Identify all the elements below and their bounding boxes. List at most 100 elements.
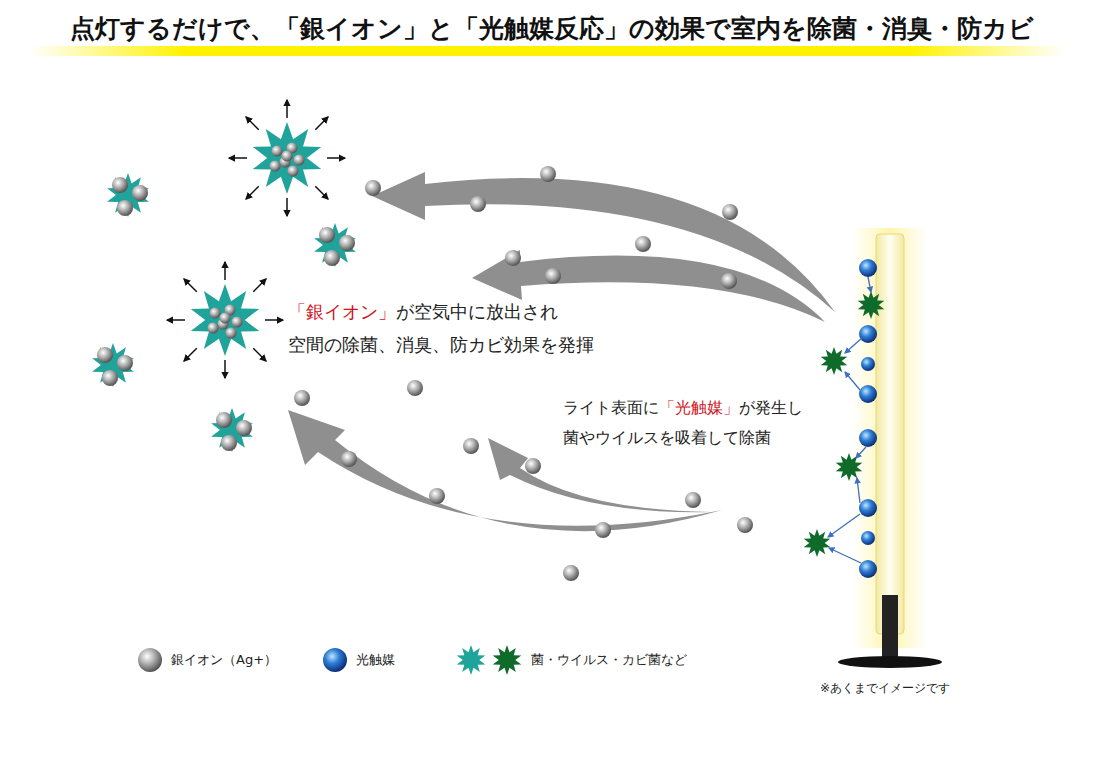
particle <box>545 268 561 284</box>
particle <box>323 648 347 672</box>
germ <box>253 122 321 194</box>
label-text: 菌やウイルスを吸着して除菌 <box>563 428 771 447</box>
particle <box>112 177 128 193</box>
capture-arrow <box>857 478 860 503</box>
particle <box>407 380 423 396</box>
particle <box>294 390 310 406</box>
particle <box>721 273 737 289</box>
particle <box>339 235 355 251</box>
particle <box>341 451 357 467</box>
germ <box>493 645 522 675</box>
particle <box>722 204 738 220</box>
burst-arrow <box>253 348 266 361</box>
germ <box>92 343 134 387</box>
burst-arrow <box>167 319 185 321</box>
callout-text: 「銀イオン」が空気中に放出され <box>288 300 558 323</box>
particle <box>208 323 219 334</box>
legend-sample <box>320 645 350 675</box>
particle <box>463 438 479 454</box>
capture-arrow <box>845 372 860 390</box>
particle <box>540 166 556 182</box>
particle <box>470 196 486 212</box>
label-text: 「銀イオン」 <box>288 301 396 322</box>
particle <box>861 531 875 545</box>
particle <box>288 166 299 177</box>
burst-arrow <box>327 157 345 159</box>
label-text: 光触媒 <box>356 651 395 669</box>
particle <box>324 250 340 266</box>
particle <box>117 355 133 371</box>
capture-arrow <box>868 277 871 292</box>
germ <box>821 347 848 375</box>
capture-arrow <box>845 338 862 353</box>
particle <box>270 161 281 172</box>
particle <box>117 200 133 216</box>
particle <box>365 180 381 196</box>
particle <box>685 492 701 508</box>
burst-arrow <box>184 279 197 292</box>
callout-text: 空間の除菌、消臭、防カビ効果を発揮 <box>288 333 594 356</box>
germ <box>836 453 863 481</box>
burst-arrow <box>224 360 226 378</box>
burst-arrow <box>286 198 288 216</box>
burst-arrow <box>286 100 288 118</box>
capture-arrow <box>828 514 860 537</box>
capture-arrow <box>829 548 861 563</box>
burst-arrow <box>246 117 259 130</box>
label-text: 空間の除菌、消臭、防カビ効果を発揮 <box>288 334 594 355</box>
label-text: 菌・ウイルス・カビ菌など <box>531 651 687 669</box>
burst-arrow <box>184 348 197 361</box>
particle <box>138 648 162 672</box>
burst-arrow <box>315 117 328 130</box>
label-text: 「光触媒」 <box>659 398 739 417</box>
particle <box>737 517 753 533</box>
burst-arrow <box>224 262 226 280</box>
burst-arrow <box>229 157 247 159</box>
particle <box>505 250 521 266</box>
particle <box>429 488 445 504</box>
germ <box>191 284 259 356</box>
germ <box>211 408 253 452</box>
burst-arrow <box>265 319 283 321</box>
callout-text: 菌やウイルスを吸着して除菌 <box>563 428 771 449</box>
germ <box>314 223 356 267</box>
germ <box>804 529 831 557</box>
particle <box>319 227 335 243</box>
particle <box>859 259 877 277</box>
burst-arrow <box>246 186 259 199</box>
particle <box>635 236 651 252</box>
legend-item: 銀イオン（Ag+） <box>135 645 277 675</box>
germ <box>858 291 885 319</box>
particle <box>132 185 148 201</box>
particle <box>861 357 875 371</box>
particle <box>221 435 237 451</box>
particle <box>525 458 541 474</box>
legend-sample <box>135 645 165 675</box>
legend-sample <box>455 645 525 675</box>
particle <box>226 328 237 339</box>
particle <box>210 308 221 319</box>
particle <box>595 522 611 538</box>
label-text: ※あくまでイメージです <box>820 681 950 695</box>
particle <box>563 565 579 581</box>
legend-item: 光触媒 <box>320 645 395 675</box>
particle <box>232 317 243 328</box>
particle <box>294 155 305 166</box>
capture-arrow <box>856 447 866 458</box>
germ <box>107 173 149 217</box>
particle <box>102 370 118 386</box>
legend-item: 菌・ウイルス・カビ菌など <box>455 645 687 675</box>
particle <box>282 151 293 162</box>
callout-text: ライト表面に「光触媒」が発生し <box>563 398 803 419</box>
label-text: が空気中に放出され <box>396 301 558 322</box>
particle <box>272 146 283 157</box>
particle <box>859 560 877 578</box>
burst-arrow <box>315 186 328 199</box>
particle <box>859 385 877 403</box>
particle <box>216 412 232 428</box>
germ <box>457 645 486 675</box>
callout-text: ※あくまでイメージです <box>820 680 950 697</box>
particle <box>220 313 231 324</box>
label-text: 銀イオン（Ag+） <box>171 651 277 669</box>
label-text: が発生し <box>739 398 803 417</box>
